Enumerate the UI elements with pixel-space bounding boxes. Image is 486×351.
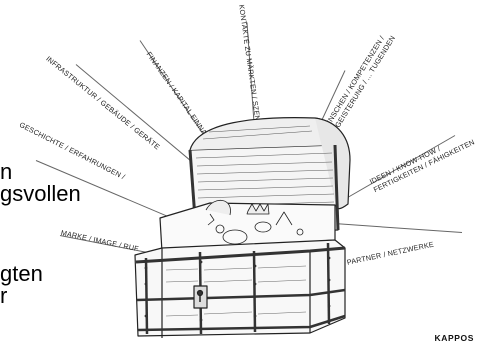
kappos-logo: KAPPOS — [435, 333, 475, 343]
